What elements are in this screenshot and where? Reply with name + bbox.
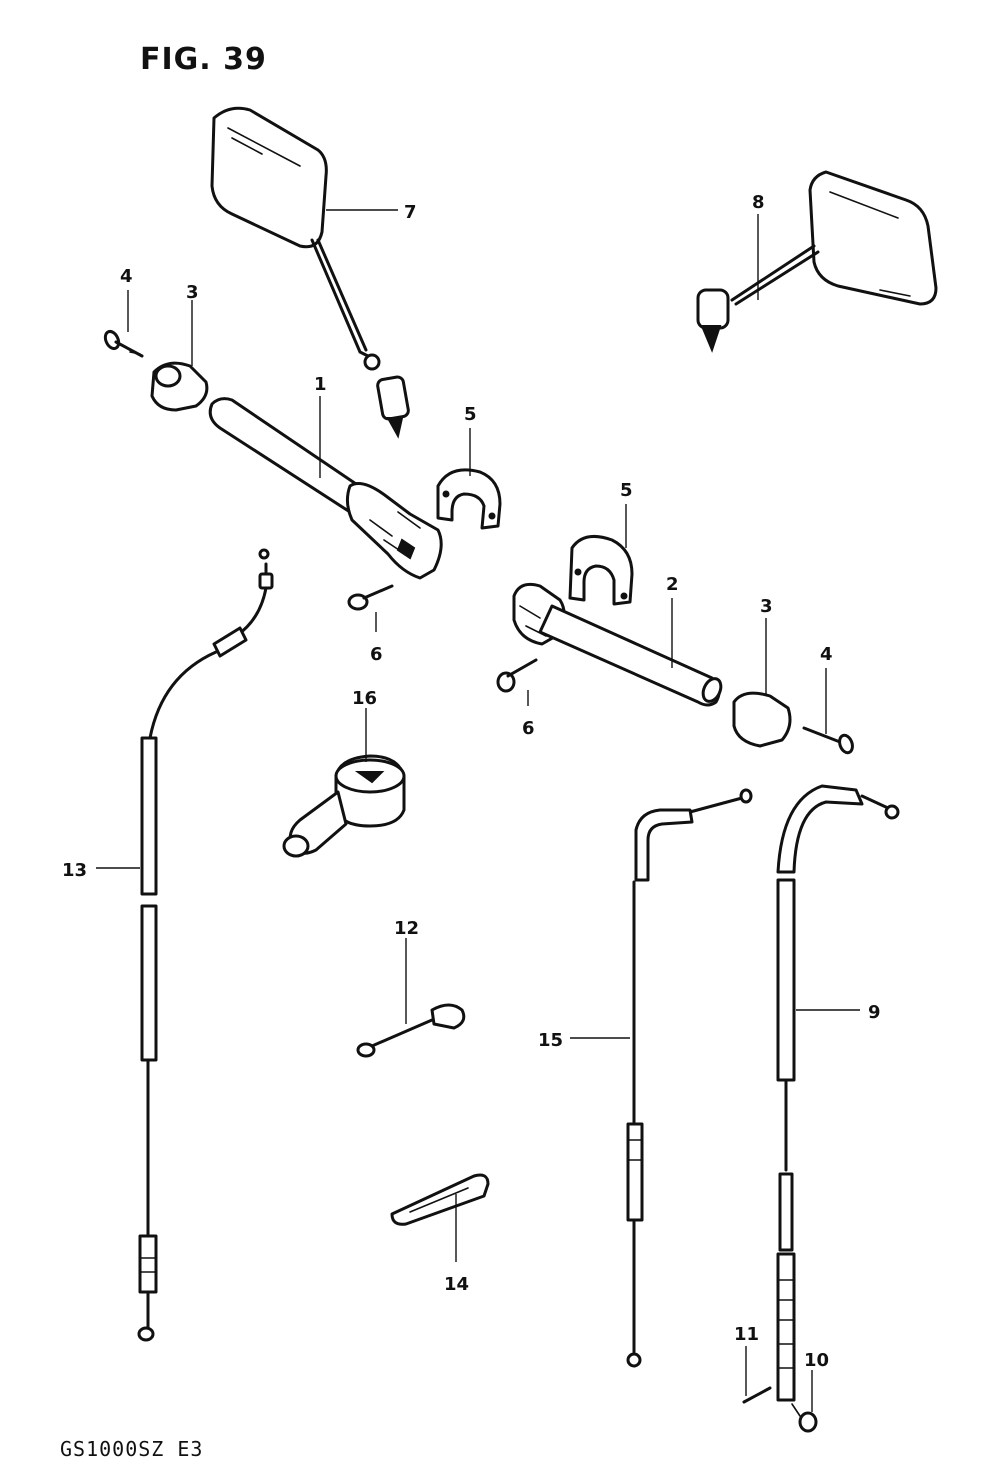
left-handlebar bbox=[208, 397, 443, 580]
callout-12: 12 bbox=[394, 918, 419, 939]
callout-13: 13 bbox=[62, 860, 87, 881]
nut-10 bbox=[791, 1403, 818, 1433]
holder-clamp-upper bbox=[436, 468, 502, 530]
cable-guide-14 bbox=[390, 1173, 490, 1226]
throttle-housing bbox=[282, 754, 406, 858]
bolt-6-right bbox=[496, 658, 538, 693]
cable-9 bbox=[776, 784, 900, 1402]
callout-4-left: 4 bbox=[120, 266, 133, 287]
callout-5-upper: 5 bbox=[464, 404, 477, 425]
left-mirror bbox=[210, 106, 410, 439]
model-code: GS1000SZ E3 bbox=[60, 1437, 204, 1461]
bolt-left bbox=[103, 329, 144, 358]
bar-end-weight-right bbox=[732, 691, 792, 748]
bolt-11 bbox=[742, 1386, 772, 1404]
bolt-right bbox=[802, 726, 854, 755]
figure-title: FIG. 39 bbox=[140, 42, 267, 77]
callout-4-right: 4 bbox=[820, 644, 833, 665]
callout-7: 7 bbox=[404, 202, 417, 223]
callout-5-lower: 5 bbox=[620, 480, 633, 501]
callout-9: 9 bbox=[868, 1002, 881, 1023]
callout-8: 8 bbox=[752, 192, 765, 213]
callout-15: 15 bbox=[538, 1030, 563, 1051]
callout-1: 1 bbox=[314, 374, 327, 395]
throttle-cable-13 bbox=[137, 548, 274, 1342]
leader-lines bbox=[96, 209, 860, 1412]
bar-end-weight-left bbox=[150, 361, 209, 412]
holder-clamp-lower bbox=[568, 534, 634, 606]
callout-3-right: 3 bbox=[760, 596, 773, 617]
callout-11: 11 bbox=[734, 1324, 759, 1345]
callout-6-right: 6 bbox=[522, 718, 535, 739]
cable-15 bbox=[626, 788, 753, 1368]
callout-2: 2 bbox=[666, 574, 679, 595]
callout-16: 16 bbox=[352, 688, 377, 709]
callout-14: 14 bbox=[444, 1274, 469, 1295]
callout-labels: 7 4 3 1 5 8 5 2 3 4 6 6 16 13 12 15 9 14… bbox=[62, 192, 881, 1371]
right-mirror bbox=[696, 170, 938, 353]
cable-clip-12 bbox=[356, 1003, 466, 1058]
callout-6-left: 6 bbox=[370, 644, 383, 665]
callout-10: 10 bbox=[804, 1350, 829, 1371]
callout-3-left: 3 bbox=[186, 282, 199, 303]
right-handlebar bbox=[512, 582, 723, 707]
bolt-6-left bbox=[347, 584, 394, 611]
